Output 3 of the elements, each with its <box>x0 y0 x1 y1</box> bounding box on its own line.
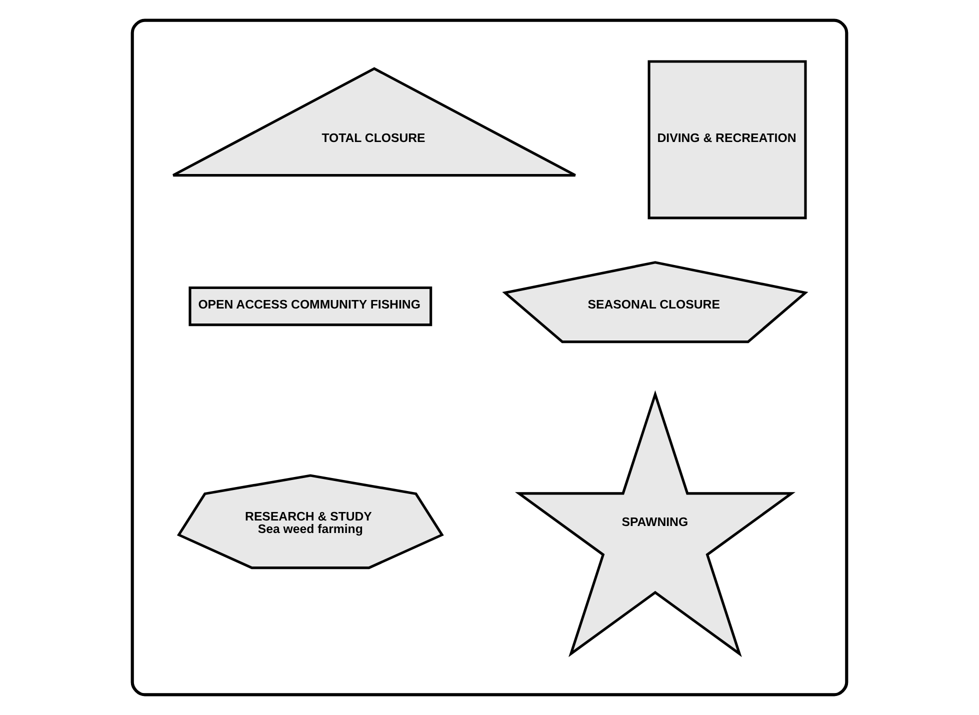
node-box: DIVING & RECREATION <box>648 60 807 220</box>
node-box: OPEN ACCESS COMMUNITY FISHING <box>188 286 432 326</box>
cluster <box>130 18 848 696</box>
